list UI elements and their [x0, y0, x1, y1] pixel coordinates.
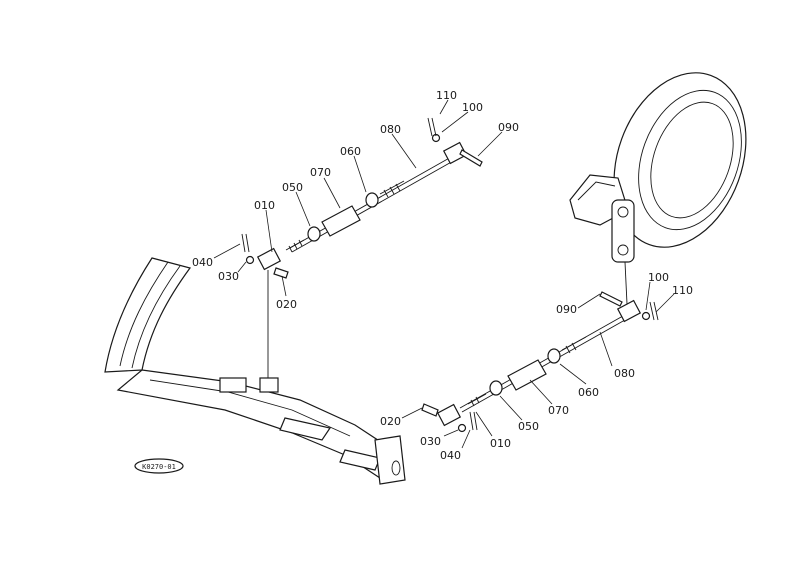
callout-040-upper: 040	[192, 256, 213, 269]
callout-100-upper: 100	[462, 101, 483, 114]
callout-110-upper: 110	[436, 89, 457, 102]
callout-100-lower: 100	[648, 271, 669, 284]
callout-070-lower: 070	[548, 404, 569, 417]
callout-030-upper: 030	[218, 270, 239, 283]
callout-050-upper: 050	[282, 181, 303, 194]
diagram-code-badge: K0270-01	[134, 458, 184, 474]
callout-010-upper: 010	[254, 199, 275, 212]
clutch-housing	[569, 72, 747, 263]
callout-050-lower: 050	[518, 420, 539, 433]
callout-070-upper: 070	[310, 166, 331, 179]
callout-080-upper: 080	[380, 123, 401, 136]
callout-060-upper: 060	[340, 145, 361, 158]
diagram-code: K0270-01	[142, 463, 176, 471]
callout-060-lower: 060	[578, 386, 599, 399]
main-frame	[104, 257, 406, 485]
lower-rod-assembly	[421, 261, 659, 433]
callout-030-lower: 030	[420, 435, 441, 448]
callout-010-lower: 010	[490, 437, 511, 450]
callout-090-lower: 090	[556, 303, 577, 316]
callout-080-lower: 080	[614, 367, 635, 380]
callout-020-upper: 020	[276, 298, 297, 311]
callout-110-lower: 110	[672, 284, 693, 297]
callout-020-lower: 020	[380, 415, 401, 428]
leader-lines	[213, 99, 675, 449]
callout-040-lower: 040	[440, 449, 461, 462]
callout-090-upper: 090	[498, 121, 519, 134]
upper-rod-assembly	[241, 117, 483, 378]
